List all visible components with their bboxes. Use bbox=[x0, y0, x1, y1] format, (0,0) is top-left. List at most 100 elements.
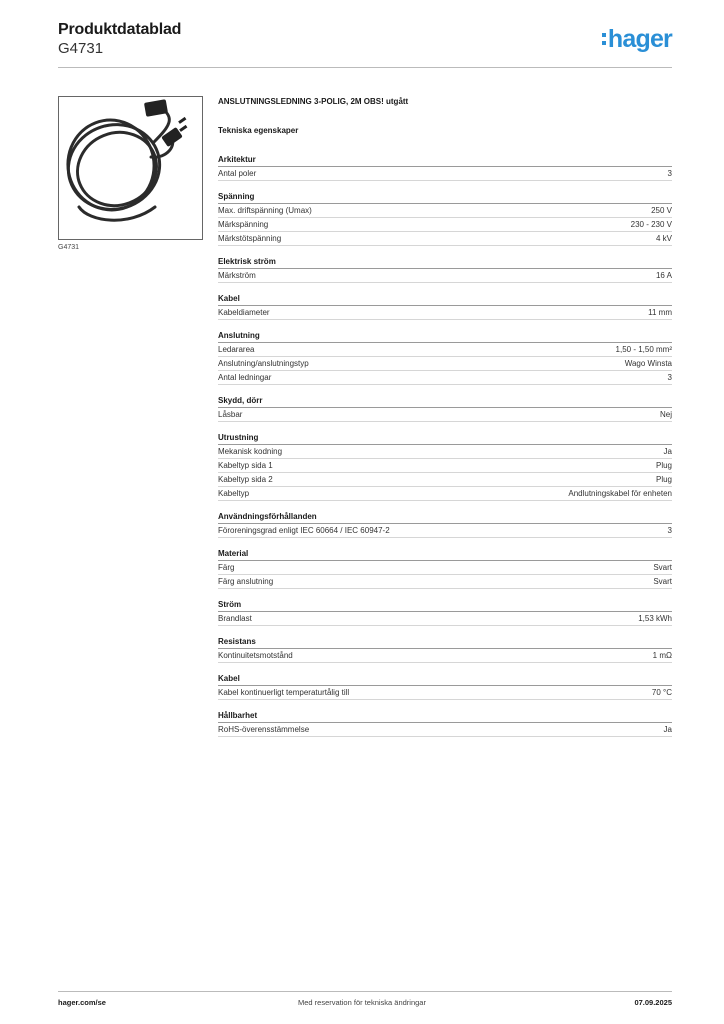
spec-label: Brandlast bbox=[218, 614, 252, 623]
spec-row: Antal poler 3 bbox=[218, 167, 672, 181]
spec-row: Kabeltyp sida 1 Plug bbox=[218, 459, 672, 473]
spec-group-title: Utrustning bbox=[218, 432, 672, 445]
spec-group-title: Elektrisk ström bbox=[218, 256, 672, 269]
spec-value: 1,53 kWh bbox=[638, 614, 672, 623]
spec-value: Svart bbox=[653, 563, 672, 572]
spec-group-title: Kabel bbox=[218, 293, 672, 306]
spec-row: Max. driftspänning (Umax) 250 V bbox=[218, 204, 672, 218]
spec-value: Svart bbox=[653, 577, 672, 586]
product-image bbox=[58, 96, 203, 240]
spec-group-title: Material bbox=[218, 548, 672, 561]
spec-label: Märkström bbox=[218, 271, 256, 280]
spec-value: 230 - 230 V bbox=[630, 220, 672, 229]
spec-row: Ledararea 1,50 - 1,50 mm² bbox=[218, 343, 672, 357]
footer-note: Med reservation för tekniska ändringar bbox=[298, 998, 426, 1007]
spec-group-title: Arkitektur bbox=[218, 154, 672, 167]
spec-row: Märkstötspänning 4 kV bbox=[218, 232, 672, 246]
spec-group-title: Kabel bbox=[218, 673, 672, 686]
spec-row: Anslutning/anslutningstyp Wago Winsta bbox=[218, 357, 672, 371]
spec-label: Ledararea bbox=[218, 345, 255, 354]
spec-label: Max. driftspänning (Umax) bbox=[218, 206, 312, 215]
spec-row: RoHS-överensstämmelse Ja bbox=[218, 723, 672, 737]
spec-label: Kabeltyp sida 1 bbox=[218, 461, 273, 470]
spec-label: Kabel kontinuerligt temperaturtålig till bbox=[218, 688, 350, 697]
spec-row: Färg anslutning Svart bbox=[218, 575, 672, 589]
spec-row: Kabel kontinuerligt temperaturtålig till… bbox=[218, 686, 672, 700]
specifications: ANSLUTNINGSLEDNING 3-POLIG, 2M OBS! utgå… bbox=[218, 96, 672, 747]
spec-label: Märkstötspänning bbox=[218, 234, 282, 243]
spec-value: Wago Winsta bbox=[624, 359, 672, 368]
spec-value: Ja bbox=[663, 725, 672, 734]
footer-divider bbox=[58, 991, 672, 992]
spec-value: 16 A bbox=[655, 271, 672, 280]
spec-label: Föroreningsgrad enligt IEC 60664 / IEC 6… bbox=[218, 526, 390, 535]
spec-group-title: Resistans bbox=[218, 636, 672, 649]
spec-value: 70 °C bbox=[651, 688, 672, 697]
spec-row: Kabeltyp sida 2 Plug bbox=[218, 473, 672, 487]
spec-value: Nej bbox=[659, 410, 672, 419]
footer-website: hager.com/se bbox=[58, 998, 106, 1007]
spec-group-title: Användningsförhållanden bbox=[218, 511, 672, 524]
spec-row: Föroreningsgrad enligt IEC 60664 / IEC 6… bbox=[218, 524, 672, 538]
spec-value: 1,50 - 1,50 mm² bbox=[615, 345, 672, 354]
spec-value: 4 kV bbox=[655, 234, 672, 243]
spec-label: Antal poler bbox=[218, 169, 257, 178]
spec-label: Kabeltyp sida 2 bbox=[218, 475, 273, 484]
spec-group-title: Ström bbox=[218, 599, 672, 612]
spec-row: Färg Svart bbox=[218, 561, 672, 575]
spec-label: RoHS-överensstämmelse bbox=[218, 725, 310, 734]
spec-group-title: Hållbarhet bbox=[218, 710, 672, 723]
spec-label: Färg bbox=[218, 563, 235, 572]
spec-row: Brandlast 1,53 kWh bbox=[218, 612, 672, 626]
spec-row: Antal ledningar 3 bbox=[218, 371, 672, 385]
document-title: Produktdatablad bbox=[58, 21, 182, 38]
header-divider bbox=[58, 67, 672, 68]
spec-value: 1 mΩ bbox=[652, 651, 672, 660]
spec-row: Märkström 16 A bbox=[218, 269, 672, 283]
spec-group-title: Spänning bbox=[218, 191, 672, 204]
spec-value: Plug bbox=[655, 475, 672, 484]
hager-logo: hager bbox=[601, 26, 673, 52]
product-code: G4731 bbox=[58, 40, 104, 57]
product-description: ANSLUTNINGSLEDNING 3-POLIG, 2M OBS! utgå… bbox=[218, 97, 409, 106]
spec-value: 3 bbox=[667, 373, 672, 382]
spec-label: Färg anslutning bbox=[218, 577, 274, 586]
spec-label: Anslutning/anslutningstyp bbox=[218, 359, 309, 368]
spec-value: Plug bbox=[655, 461, 672, 470]
spec-value: 11 mm bbox=[648, 308, 672, 317]
spec-label: Antal ledningar bbox=[218, 373, 272, 382]
section-title: Tekniska egenskaper bbox=[218, 126, 299, 135]
spec-value: 3 bbox=[667, 169, 672, 178]
spec-value: Ja bbox=[663, 447, 672, 456]
document-header: Produktdatablad G4731 bbox=[58, 20, 181, 58]
logo-dots-icon bbox=[601, 31, 606, 47]
spec-label: Kontinuitetsmotstånd bbox=[218, 651, 293, 660]
spec-label: Kabeltyp bbox=[218, 489, 250, 498]
spec-row: Kabeldiameter 11 mm bbox=[218, 306, 672, 320]
power-cable-icon bbox=[66, 99, 188, 222]
image-caption: G4731 bbox=[58, 244, 80, 251]
spec-value: 3 bbox=[667, 526, 672, 535]
spec-group-title: Skydd, dörr bbox=[218, 395, 672, 408]
spec-label: Kabeldiameter bbox=[218, 308, 270, 317]
spec-group-title: Anslutning bbox=[218, 330, 672, 343]
spec-value: 250 V bbox=[651, 206, 672, 215]
